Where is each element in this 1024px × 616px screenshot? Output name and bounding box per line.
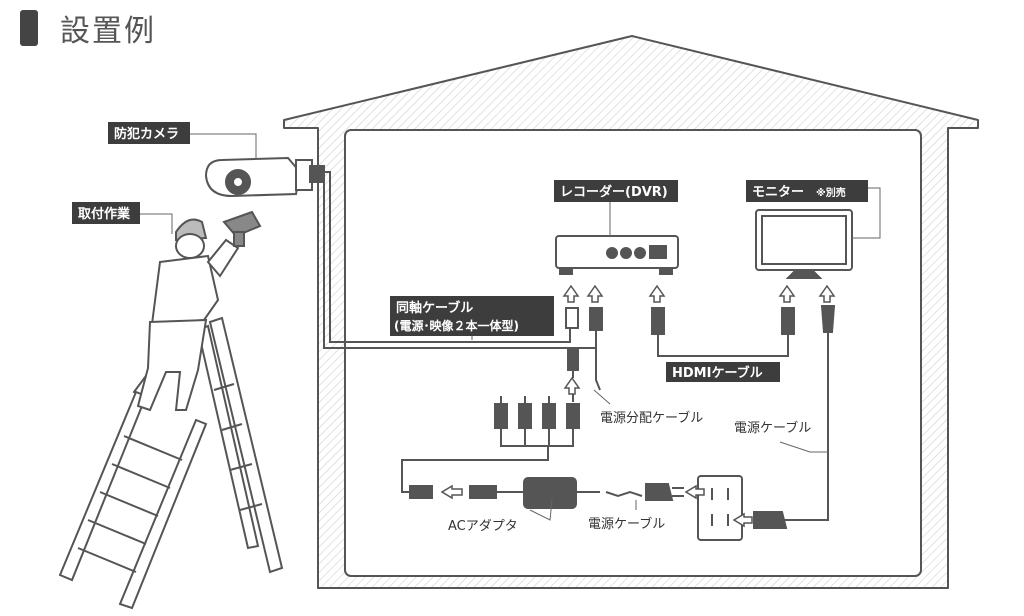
- label-coax: 同軸ケーブル (電源･映像２本一体型): [390, 296, 554, 336]
- leader-lines: [140, 133, 881, 521]
- title-marker: [20, 10, 38, 46]
- label-install: 取付作業: [72, 202, 140, 224]
- label-hdmi: HDMIケーブル: [666, 362, 780, 382]
- label-install-text: 取付作業: [78, 206, 131, 222]
- label-ac-adapter: ACアダプタ: [448, 519, 518, 534]
- ac-adapter-chain: [409, 477, 684, 509]
- label-splitter: 電源分配ケーブル: [600, 410, 703, 426]
- label-camera: 防犯カメラ: [108, 122, 190, 144]
- label-monitor: モニター ※別売: [746, 180, 868, 202]
- label-recorder: レコーダー(DVR): [554, 180, 678, 202]
- up-arrows: [562, 284, 836, 395]
- page-title: 設置例: [60, 14, 156, 49]
- label-coax-line1: 同軸ケーブル: [396, 300, 473, 316]
- label-power-cable-bottom: 電源ケーブル: [588, 516, 665, 532]
- label-recorder-text: レコーダー(DVR): [560, 184, 668, 200]
- worker: [136, 210, 262, 412]
- monitor: [755, 209, 853, 279]
- power-splitter: [401, 330, 601, 493]
- label-monitor-text: モニター: [752, 185, 804, 200]
- house: [283, 35, 979, 589]
- dvr-connectors: [565, 305, 836, 335]
- dvr-recorder: [555, 235, 679, 275]
- label-monitor-note: ※別売: [816, 186, 846, 199]
- label-hdmi-text: HDMIケーブル: [672, 365, 763, 381]
- label-power-cable-right: 電源ケーブル: [734, 420, 811, 436]
- hdmi-cable: [657, 334, 789, 357]
- security-camera: [204, 156, 325, 198]
- label-coax-line2: (電源･映像２本一体型): [394, 318, 519, 333]
- wall-outlet: [684, 475, 796, 541]
- monitor-power-cable: [796, 332, 829, 521]
- label-camera-text: 防犯カメラ: [114, 126, 179, 142]
